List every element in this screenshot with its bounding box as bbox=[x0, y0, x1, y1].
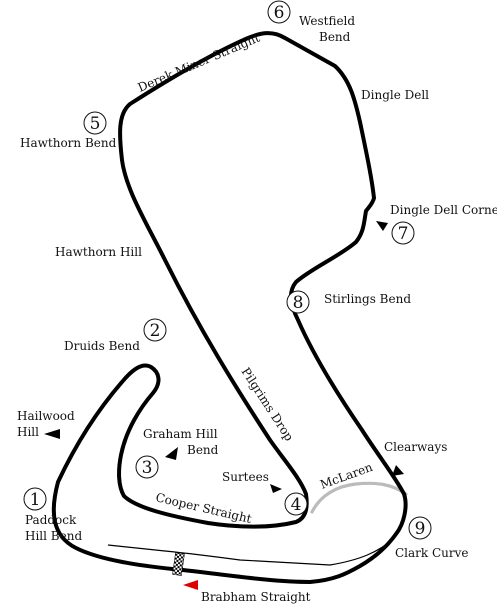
corner-label-5: Hawthorn Bend bbox=[20, 136, 117, 150]
red-triangle-icon bbox=[183, 580, 198, 590]
pit-lane bbox=[107, 539, 393, 566]
hawthorn-hill-label: Hawthorn Hill bbox=[55, 245, 142, 259]
corner-marker-5: 5 bbox=[83, 111, 107, 135]
corner-number: 7 bbox=[398, 224, 409, 244]
corner-label-1-line-1: Paddock bbox=[25, 513, 77, 527]
corner-marker-8: 8 bbox=[286, 290, 310, 314]
corner-label-6-line-2: Bend bbox=[319, 30, 351, 44]
short-circuit-link bbox=[310, 481, 408, 514]
corner-label-1-line-2: Hill Bend bbox=[25, 529, 82, 543]
clearways-label: Clearways bbox=[384, 440, 447, 454]
corner-marker-1: 1 bbox=[23, 487, 47, 511]
corner-number: 5 bbox=[90, 114, 101, 134]
corner-marker-2: 2 bbox=[143, 318, 167, 342]
triangle-arrow-icon bbox=[44, 429, 60, 439]
corner-label-3-line-2: Bend bbox=[187, 443, 219, 457]
corner-marker-7: 7 bbox=[391, 221, 415, 245]
corner-label-3-line-1: Graham Hill bbox=[143, 427, 218, 441]
triangle-arrow-icon bbox=[376, 221, 388, 231]
corner-number: 6 bbox=[274, 3, 285, 23]
triangle-arrow-icon bbox=[165, 447, 178, 460]
corner-number: 3 bbox=[142, 458, 153, 478]
corner-label-8: Stirlings Bend bbox=[324, 292, 411, 306]
corner-label-4: Surtees bbox=[222, 470, 269, 484]
corner-number: 8 bbox=[293, 293, 304, 313]
corner-marker-6: 6 bbox=[267, 0, 291, 24]
corner-marker-9: 9 bbox=[408, 516, 432, 540]
corner-marker-4: 4 bbox=[284, 492, 308, 516]
triangle-arrow-icon bbox=[392, 465, 404, 476]
triangle-arrow-icon bbox=[270, 484, 282, 493]
corner-number: 2 bbox=[150, 321, 161, 341]
dingle-dell-label: Dingle Dell bbox=[361, 88, 429, 102]
derek-miner-straight-label: Derek Miner Straight bbox=[136, 31, 262, 95]
corner-number: 9 bbox=[415, 519, 426, 539]
brabham-straight-label: Brabham Straight bbox=[201, 590, 311, 604]
hailwood-hill-label-line-2: Hill bbox=[17, 425, 39, 439]
hailwood-hill-label-line-1: Hailwood bbox=[17, 409, 75, 423]
corner-number: 1 bbox=[30, 490, 41, 510]
corner-marker-3: 3 bbox=[135, 455, 159, 479]
corner-number: 4 bbox=[291, 495, 302, 515]
corner-label-2: Druids Bend bbox=[64, 339, 140, 353]
corner-label-7: Dingle Dell Corner bbox=[390, 203, 497, 217]
race-track bbox=[51, 31, 408, 584]
corner-label-9: Clark Curve bbox=[395, 546, 469, 560]
corner-label-6-line-1: Westfield bbox=[299, 14, 355, 28]
checkered-flag-icon bbox=[172, 552, 185, 576]
